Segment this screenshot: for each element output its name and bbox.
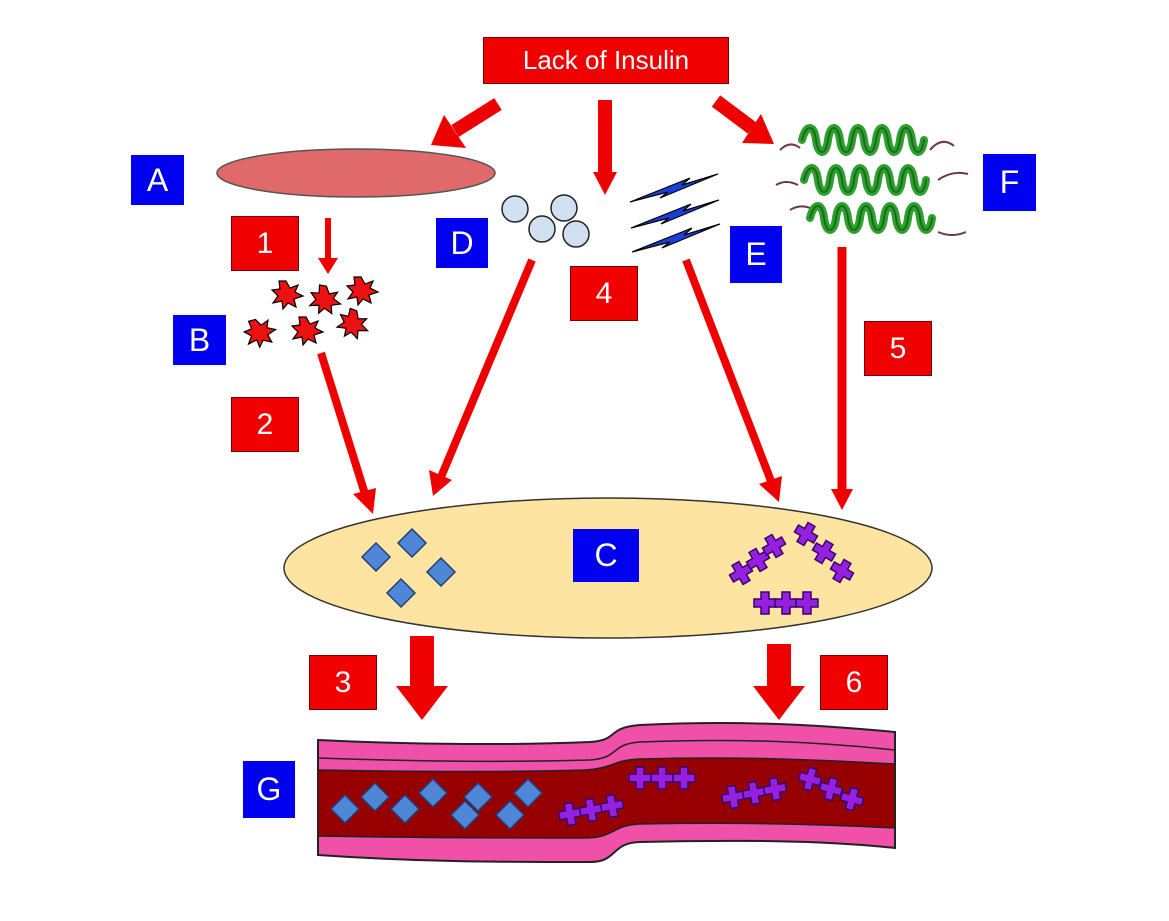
blood-vessel	[317, 721, 896, 864]
fatty-acid-particles	[241, 276, 379, 351]
protein-helices	[775, 128, 969, 236]
label-g-text: G	[256, 771, 282, 807]
step-5-text: 5	[889, 331, 907, 365]
arrow-step-3	[396, 636, 448, 720]
arrow-step-1	[318, 218, 338, 274]
arrow-step-6	[753, 644, 805, 720]
label-b: B	[173, 315, 226, 365]
title-text: Lack of Insulin	[522, 45, 690, 75]
step-3: 3	[309, 655, 377, 710]
label-e: E	[730, 226, 782, 283]
label-f: F	[983, 154, 1036, 211]
arrows	[317, 95, 853, 720]
label-d-text: D	[450, 224, 474, 261]
label-a: A	[131, 155, 184, 205]
arrow-to-helices	[711, 95, 774, 144]
label-f-text: F	[999, 164, 1020, 200]
step-4: 4	[570, 266, 638, 321]
label-e-text: E	[745, 236, 767, 272]
step-2-text: 2	[256, 407, 274, 441]
arrow-to-protein-granules	[593, 100, 617, 195]
title-box: Lack of Insulin	[483, 37, 729, 84]
arrow-d-to-c	[429, 258, 536, 496]
arrow-step-5	[831, 247, 853, 510]
step-5: 5	[864, 321, 932, 376]
arrow-step-2	[317, 351, 376, 514]
label-g: G	[243, 761, 295, 818]
label-a-text: A	[146, 161, 169, 198]
step-6: 6	[820, 655, 888, 710]
step-1-text: 1	[256, 226, 274, 260]
label-d: D	[436, 218, 488, 268]
amino-acid-bolts	[629, 173, 721, 253]
step-3-text: 3	[334, 665, 352, 699]
glycogen-granules	[501, 194, 590, 248]
step-4-text: 4	[595, 276, 613, 310]
step-1: 1	[231, 216, 299, 271]
step-6-text: 6	[845, 665, 863, 699]
arrow-to-fat-cell	[431, 98, 502, 148]
label-c: C	[573, 529, 639, 582]
arrow-e-to-c	[682, 258, 782, 502]
label-b-text: B	[188, 321, 211, 358]
label-c-text: C	[594, 537, 618, 573]
fat-cell-ellipse	[216, 148, 496, 198]
step-2: 2	[231, 397, 299, 452]
